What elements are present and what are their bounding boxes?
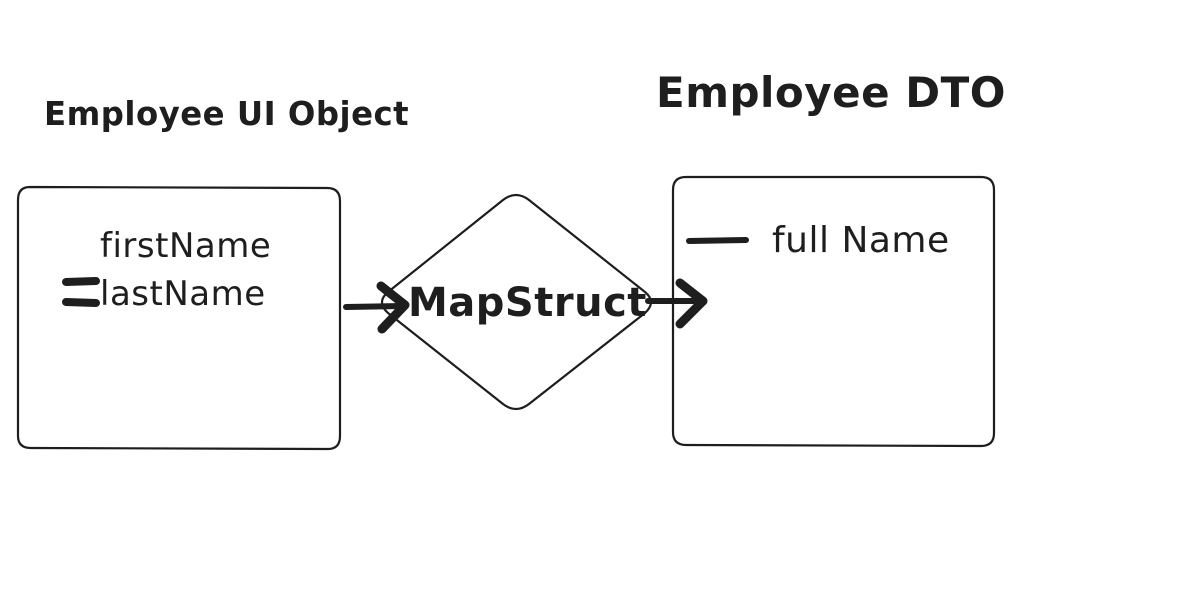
arrow-source-to-mapper-shaft xyxy=(343,303,405,310)
source-field-firstname: firstName xyxy=(100,226,272,266)
arrow-source-to-mapper-head xyxy=(376,281,410,334)
source-marker-bottom xyxy=(62,298,100,307)
target-field-fullname: full Name xyxy=(772,220,950,261)
source-box xyxy=(16,185,342,451)
source-title: Employee UI Object xyxy=(44,94,410,133)
target-box xyxy=(671,175,996,448)
source-marker-top xyxy=(62,277,100,286)
target-marker xyxy=(686,237,749,244)
arrow-mapper-to-target-head xyxy=(675,278,708,329)
target-title: Employee DTO xyxy=(656,68,1006,117)
mapper-label: MapStruct xyxy=(408,280,647,326)
source-field-lastname: lastName xyxy=(100,274,266,314)
